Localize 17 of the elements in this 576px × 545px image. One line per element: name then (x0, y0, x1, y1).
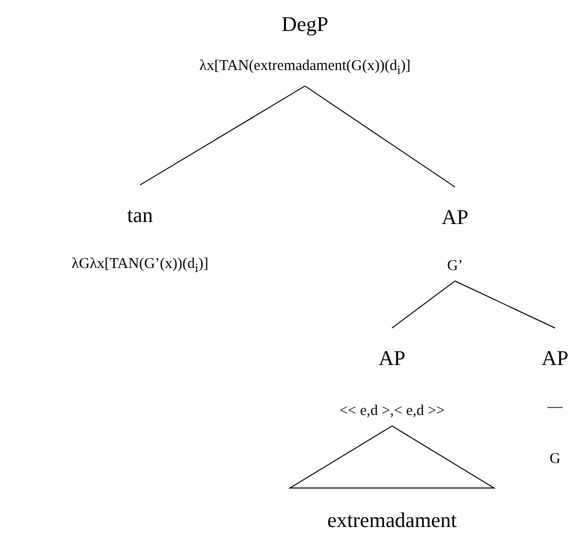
node-label: AP (440, 205, 470, 230)
semantic-formula: λx[TAN(extremadament(G(x))(d$_{i}$)] (198, 57, 412, 78)
semantic-formula: G’ (446, 257, 464, 275)
blank-mark: — (546, 398, 564, 416)
tree-branch (392, 280, 456, 328)
tree-branch (140, 86, 306, 186)
tree-branch (454, 280, 556, 328)
semantic-formula: G (548, 450, 562, 468)
triangle-branch (288, 425, 496, 488)
node-label: AP (540, 346, 570, 372)
node-label: tan (126, 203, 154, 228)
semantic-formula: λGλx[TAN(G’(x))(d$_{i}$)] (70, 255, 210, 276)
node-label: DegP (280, 12, 330, 38)
leaf-word: extremadament (326, 508, 458, 534)
tree-branch (304, 86, 456, 188)
semantic-type: << e,d >,< e,d >> (338, 402, 446, 420)
node-label: AP (378, 346, 406, 372)
